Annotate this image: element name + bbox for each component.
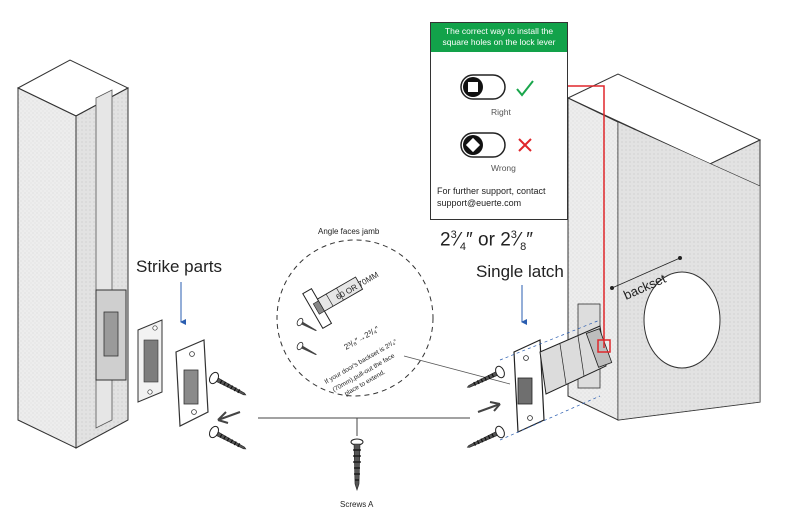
screws-a-label: Screws A	[340, 500, 374, 509]
cross-icon	[518, 138, 532, 152]
install-note-icons	[460, 74, 534, 158]
strike-screw-bottom	[208, 425, 247, 450]
door: backset	[566, 73, 762, 421]
strike-parts-label: Strike parts	[136, 257, 222, 276]
strike-screw-top	[208, 371, 247, 396]
single-latch-label: Single latch	[476, 262, 564, 281]
angle-faces-jamb-label: Angle faces jamb	[318, 227, 380, 236]
left-arrow	[217, 411, 241, 421]
backset-line	[611, 257, 681, 289]
right-arrow	[477, 403, 501, 413]
strike-box	[137, 319, 163, 403]
angle-inset: 60 OR 70MM 2³/₈″→2³/₄″ If your door's ba…	[276, 239, 511, 398]
install-note-header: The correct way to install the square ho…	[431, 23, 567, 52]
check-icon	[516, 80, 534, 97]
wrong-label: Wrong	[491, 163, 516, 173]
right-label: Right	[491, 107, 511, 117]
square-hole-highlight	[597, 339, 611, 353]
latch-screw-bottom	[466, 425, 505, 448]
door-jamb	[16, 59, 130, 449]
right-lever-icon	[460, 74, 506, 100]
backset-size-label: 23⁄4″ or 23⁄8″	[440, 229, 533, 254]
install-note-box: The correct way to install the square ho…	[430, 22, 568, 220]
support-text: For further support, contact support@eue…	[437, 186, 546, 208]
strike-plate	[175, 339, 209, 427]
wrong-lever-icon	[460, 132, 506, 158]
screw-a	[350, 418, 364, 491]
latch-screw-top	[466, 365, 505, 388]
single-latch	[513, 325, 613, 433]
